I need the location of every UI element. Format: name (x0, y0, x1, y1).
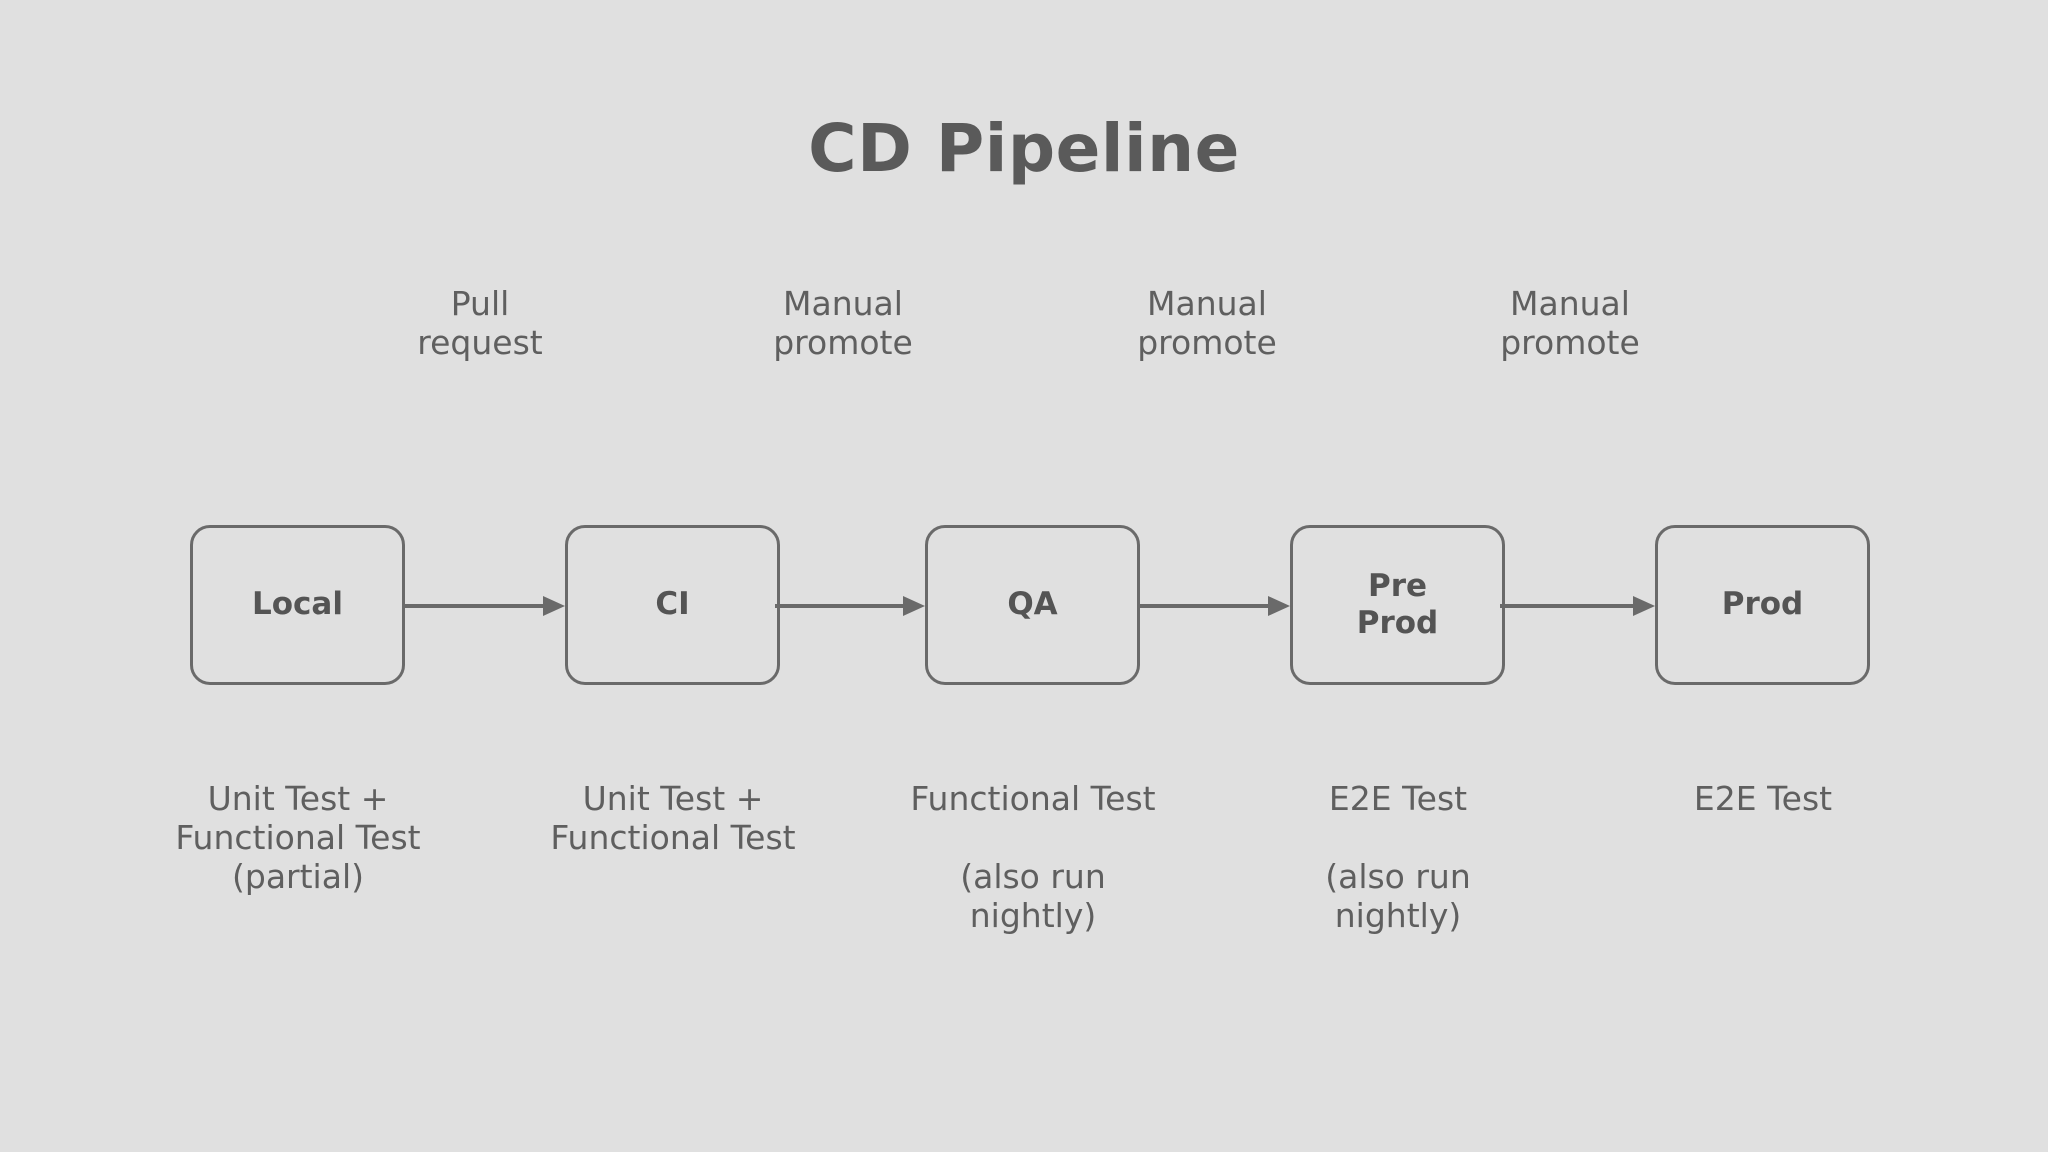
transition-label-line: Manual (1510, 284, 1630, 323)
stage-box-label-line: Prod (1356, 605, 1439, 641)
stage-box-label-line: QA (1007, 586, 1058, 623)
stage-box-label: Local (252, 586, 343, 623)
stage-box-label: Prod (1722, 586, 1804, 623)
arrow-local-to-ci (405, 596, 565, 616)
caption-prod: E2E Test (1613, 779, 1913, 819)
transition-label-line: promote (1137, 322, 1277, 362)
arrow-ci-to-qa (775, 596, 925, 616)
transition-label-qa-to-preprod: Manual promote (1077, 284, 1337, 363)
stage-box-label: QA (1007, 586, 1057, 623)
caption-line: Functional Test (910, 779, 1156, 818)
transition-label-line: Manual (1147, 284, 1267, 323)
arrow-head-icon (1633, 596, 1655, 616)
stage-box-ci[interactable]: CI (565, 525, 780, 685)
transition-label-local-to-ci: Pull request (350, 284, 610, 363)
arrow-head-icon (903, 596, 925, 616)
caption-line: Functional Test (175, 817, 421, 857)
caption-ci: Unit Test + Functional Test (523, 779, 823, 858)
arrow-line (405, 604, 543, 608)
transition-label-line: request (417, 322, 543, 362)
caption-local: Unit Test + Functional Test (partial) (148, 779, 448, 897)
arrow-line (1500, 604, 1633, 608)
stage-box-label-line: Pre (1367, 567, 1428, 604)
caption-line: Functional Test (550, 817, 796, 857)
stage-box-label-line: Prod (1721, 586, 1804, 623)
caption-line: Unit Test + (207, 779, 389, 818)
stage-box-prod[interactable]: Prod (1655, 525, 1870, 685)
caption-pre-prod: E2E Test (also run nightly) (1248, 779, 1548, 936)
transition-label-line: promote (773, 322, 913, 362)
stage-box-pre-prod[interactable]: Pre Prod (1290, 525, 1505, 685)
caption-line: nightly) (969, 895, 1097, 935)
caption-line: E2E Test (1328, 779, 1468, 818)
stage-box-label-line: CI (655, 586, 690, 623)
page-title: CD Pipeline (808, 110, 1240, 187)
caption-line: nightly) (1334, 895, 1462, 935)
transition-label-ci-to-qa: Manual promote (713, 284, 973, 363)
arrow-qa-to-preprod (1140, 596, 1290, 616)
stage-box-label: CI (655, 586, 689, 623)
arrow-preprod-to-prod (1500, 596, 1655, 616)
caption-line: (also run (960, 856, 1106, 896)
transition-label-line: Pull (450, 284, 510, 323)
arrow-line (1140, 604, 1268, 608)
caption-line: E2E Test (1693, 779, 1833, 818)
caption-line: (partial) (232, 856, 364, 896)
caption-line: Unit Test + (582, 779, 764, 818)
transition-label-line: promote (1500, 322, 1640, 362)
stage-box-label: Pre Prod (1357, 568, 1439, 642)
caption-qa: Functional Test (also run nightly) (883, 779, 1183, 936)
caption-line: (also run (1325, 856, 1471, 896)
arrow-head-icon (543, 596, 565, 616)
transition-label-line: Manual (783, 284, 903, 323)
transition-label-preprod-to-prod: Manual promote (1440, 284, 1700, 363)
stage-box-local[interactable]: Local (190, 525, 405, 685)
stage-box-label-line: Local (252, 586, 343, 623)
stage-box-qa[interactable]: QA (925, 525, 1140, 685)
arrow-line (775, 604, 903, 608)
arrow-head-icon (1268, 596, 1290, 616)
